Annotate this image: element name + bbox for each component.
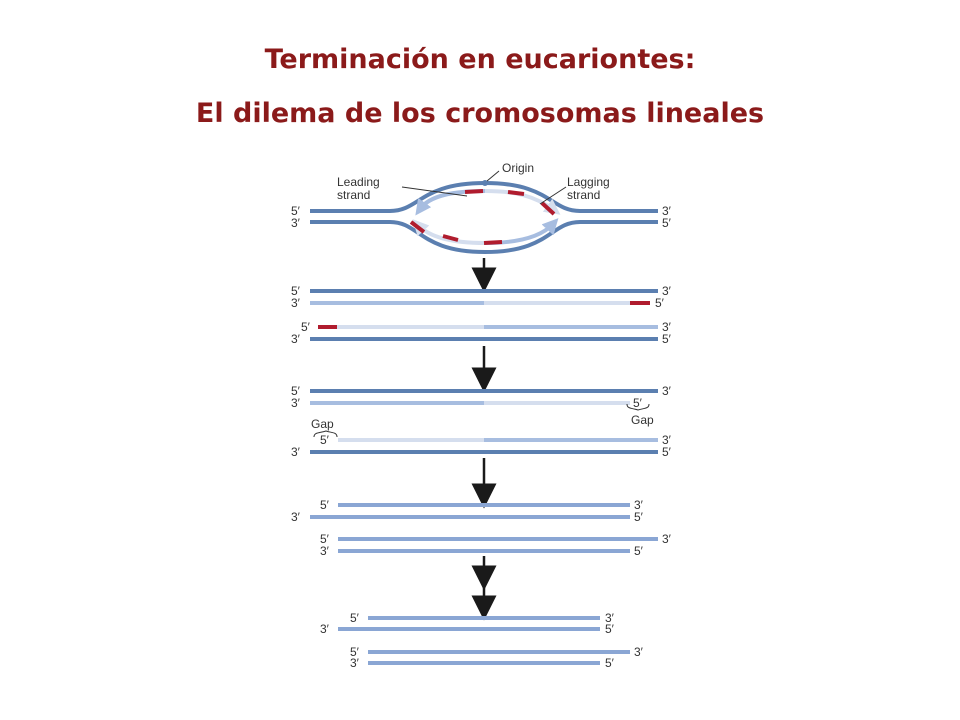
- end-label: 5′: [633, 396, 643, 410]
- lagging-leader: [539, 186, 567, 205]
- end-label: 3′: [291, 332, 301, 346]
- replication-bubble: Origin Leading strand Lagging strand 5′ …: [291, 161, 672, 255]
- end-label: 3′: [291, 396, 301, 410]
- gap-label: Gap: [311, 417, 334, 431]
- end-label: 5′: [662, 216, 672, 230]
- leading-strand-label-1: Leading: [337, 175, 380, 189]
- end-label: 5′: [662, 332, 672, 346]
- end-label: 3′: [291, 445, 301, 459]
- gap-label: Gap: [631, 413, 654, 427]
- title-line-2: El dilema de los cromosomas lineales: [195, 98, 765, 129]
- parental-bottom-strand: [310, 220, 658, 255]
- primer-segment: [540, 201, 556, 216]
- primer-segment: [507, 190, 525, 196]
- primer-segment: [409, 220, 426, 234]
- end-label: 5′: [320, 498, 330, 512]
- end-label: 5′: [350, 611, 360, 625]
- gap-brace-left: [313, 430, 338, 438]
- end-label: 5′: [291, 284, 301, 298]
- leading-leader: [401, 186, 468, 197]
- end-label: 3′: [350, 656, 360, 670]
- end-label: 5′: [634, 544, 644, 558]
- lagging-strand-label-1: Lagging: [567, 175, 610, 189]
- end-label: 5′: [301, 320, 311, 334]
- end-label: 5′: [605, 656, 615, 670]
- leading-strand-label-2: strand: [337, 188, 370, 202]
- stage-further-shortened: 5′ 3′ 3′ 5′ 5′ 3′ 3′ 5′: [320, 611, 644, 670]
- end-label: 3′: [634, 645, 644, 659]
- primer-segment: [442, 234, 459, 242]
- end-label: 3′: [320, 622, 330, 636]
- end-label: 3′: [320, 544, 330, 558]
- origin-label: Origin: [502, 161, 534, 175]
- end-label: 3′: [291, 510, 301, 524]
- primer-segment: [464, 189, 484, 194]
- lagging-strand-label-2: strand: [567, 188, 600, 202]
- end-label: 3′: [662, 320, 672, 334]
- stage-primers: 5′ 3′ 3′ 5′ 5′ 3′ 3′ 5′: [291, 284, 672, 346]
- primer-segment: [483, 240, 503, 245]
- end-label: 5′: [655, 296, 665, 310]
- gap-brace-right: [626, 403, 650, 411]
- title-line-1: Terminación en eucariontes:: [264, 44, 696, 75]
- end-label: 5′: [662, 445, 672, 459]
- end-label: 3′: [291, 296, 301, 310]
- end-label: 5′: [605, 622, 615, 636]
- end-label: 5′: [350, 645, 360, 659]
- end-label: 5′: [634, 510, 644, 524]
- end-label: 3′: [662, 204, 672, 218]
- stage-gaps: Gap Gap 5′ 3′ 3′ 5′ 5′ 3′ 3′ 5′: [291, 384, 672, 459]
- end-label: 5′: [291, 204, 301, 218]
- origin-leader: [486, 170, 500, 182]
- end-label: 5′: [320, 433, 330, 447]
- end-label: 3′: [634, 498, 644, 512]
- end-label: 3′: [605, 611, 615, 625]
- end-label: 3′: [291, 216, 301, 230]
- end-label: 3′: [662, 433, 672, 447]
- end-label: 5′: [291, 384, 301, 398]
- end-label: 3′: [662, 384, 672, 398]
- origin-marker: [482, 180, 488, 186]
- end-label: 3′: [662, 284, 672, 298]
- stage-shortened: 5′ 3′ 3′ 5′ 5′ 3′ 3′ 5′: [291, 498, 672, 558]
- end-label: 3′: [662, 532, 672, 546]
- end-label: 5′: [320, 532, 330, 546]
